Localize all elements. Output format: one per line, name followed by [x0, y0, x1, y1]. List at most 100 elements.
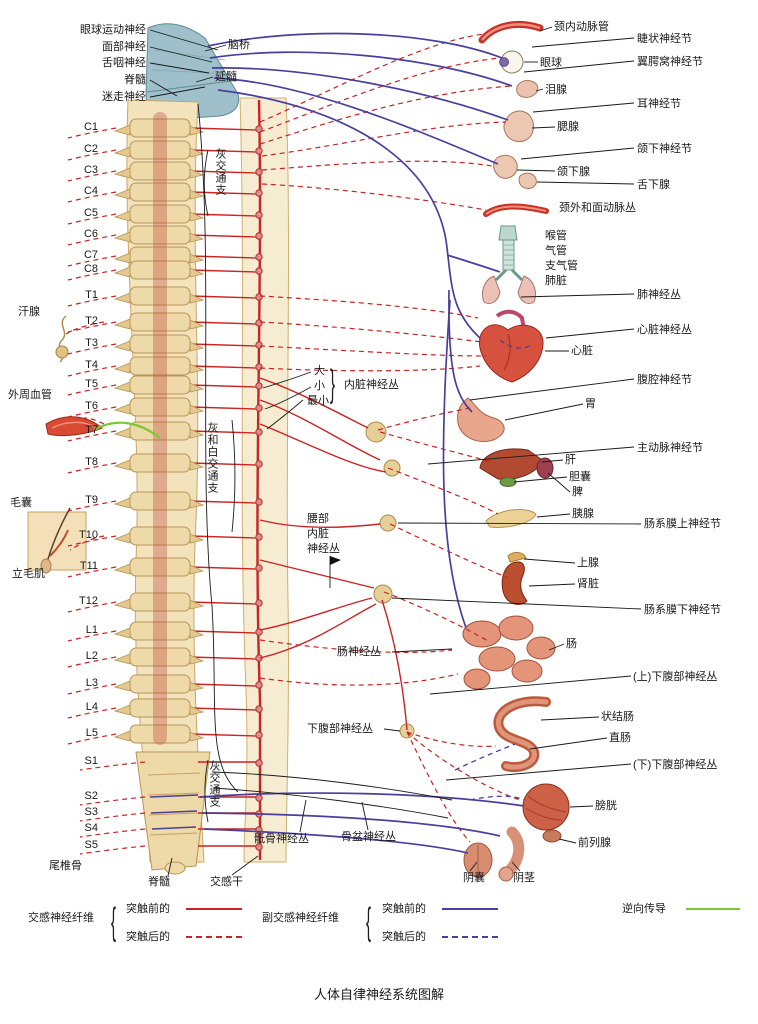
kidney-adrenal-illustration [501, 551, 528, 605]
spinal-level-C1: C1 [83, 121, 98, 133]
label-superior-mesenteric-ganglion: 肠系膜上神经节 [644, 518, 721, 530]
sympathetic-trunk-band [239, 97, 290, 863]
label-lacrimal-gland: 泪腺 [545, 84, 567, 96]
spinal-level-L5: L5 [85, 727, 98, 739]
label-aortic-ganglion: 主动脉神经节 [637, 442, 703, 454]
sublingual-gland-illustration [518, 172, 537, 189]
legend-sympathetic-post-label: 突触后的 [126, 931, 170, 943]
label-bronchi: 支气管 [545, 260, 578, 272]
spinal-level-C4: C4 [83, 185, 98, 197]
label-kidney: 肾脏 [577, 578, 599, 590]
label-coccyx: 尾椎骨 [49, 860, 82, 872]
label-external-carotid-facial-plexus: 颈外和面动脉丛 [559, 202, 636, 214]
parasympathetic-fibers [199, 32, 531, 854]
legend-parasympathetic-pre-label: 突触前的 [382, 903, 426, 915]
label-heart: 心脏 [571, 345, 593, 357]
legend-parasympathetic-label: 副交感神经纤维 [262, 912, 339, 924]
spinal-level-S5: S5 [84, 839, 98, 851]
spinal-level-T10: T10 [79, 529, 98, 541]
pancreas-illustration [485, 509, 537, 528]
label-penis: 阴茎 [513, 872, 535, 884]
legend-parasympathetic-pre-line [442, 908, 498, 910]
spinal-level-T4: T4 [85, 359, 98, 371]
spinal-level-C5: C5 [83, 207, 98, 219]
spinal-level-T2: T2 [85, 315, 98, 327]
spinal-level-C7: C7 [83, 249, 98, 261]
label-inferior-mesenteric-ganglion: 肠系膜下神经节 [644, 604, 721, 616]
label-splanchnic-least: 最小 [307, 395, 329, 407]
spinal-level-C2: C2 [83, 143, 98, 155]
label-sweat-gland: 汗腺 [18, 306, 40, 318]
label-rectum: 直肠 [609, 732, 631, 744]
spinal-level-T5: T5 [85, 378, 98, 390]
label-pelvic-plexus: 骨盆神经丛 [341, 831, 396, 843]
label-sublingual-gland: 舌下腺 [637, 179, 670, 191]
label-eyeball: 眼球 [540, 57, 562, 69]
spinal-level-T3: T3 [85, 337, 98, 349]
label-oculomotor-nerve: 眼球运动神经 [80, 24, 146, 36]
label-lumbar-splanchnic-1: 腰部 [307, 513, 329, 525]
label-enteric-plexus: 肠神经丛 [337, 646, 381, 658]
spinal-level-S1: S1 [84, 755, 98, 767]
sigmoid-rectum-illustration [493, 696, 551, 773]
legend-sympathetic-post-line [186, 936, 242, 938]
label-peripheral-vessels: 外周血管 [8, 389, 52, 401]
sympathetic-postganglionic-fibers [65, 33, 521, 843]
spinal-level-T7: T7 [85, 424, 98, 436]
label-splanchnic-lesser: 小 [314, 380, 325, 392]
label-splanchnic-greater: 大 [314, 365, 325, 377]
label-submandibular-gland: 颌下腺 [557, 166, 590, 178]
sweat-gland-illustration [55, 315, 69, 363]
label-gray-ramus-lower: 灰交通支 [208, 760, 220, 808]
brainstem-illustration [145, 23, 240, 121]
legend-parasympathetic-post-line [442, 936, 498, 938]
label-spinal-cord-top: 脊髓 [124, 74, 146, 86]
label-pulmonary-plexus: 肺神经丛 [637, 289, 681, 301]
spinal-level-L1: L1 [85, 624, 98, 636]
antidromic-fiber [93, 421, 161, 439]
label-spleen: 脾 [572, 486, 583, 498]
spinal-level-C6: C6 [83, 228, 98, 240]
spinal-level-T9: T9 [85, 494, 98, 506]
heart-illustration [478, 309, 544, 383]
label-inferior-hypogastric-plexus: (下)下腹部神经丛 [633, 759, 718, 771]
label-facial-nerve: 面部神经 [102, 41, 146, 53]
legend-parasympathetic-brace: { [366, 901, 372, 945]
spinal-level-T8: T8 [85, 456, 98, 468]
sacrum-illustration [135, 751, 211, 875]
label-parotid-gland: 腮腺 [557, 121, 579, 133]
organs-illustration [365, 20, 570, 882]
spinal-level-T6: T6 [85, 400, 98, 412]
label-otic-ganglion: 耳神经节 [637, 98, 681, 110]
label-pons: 脑桥 [228, 39, 250, 51]
hair-follicle-illustration [27, 507, 87, 574]
label-stomach: 胃 [585, 398, 596, 410]
label-arrector-pili: 立毛肌 [12, 568, 45, 580]
liver-gallbladder-illustration [479, 448, 554, 487]
label-gallbladder: 胆囊 [569, 471, 591, 483]
vertebrae-and-spinal-nerves [67, 112, 263, 855]
label-medulla: 延髓 [215, 71, 237, 83]
label-celiac-ganglion: 腹腔神经节 [637, 374, 692, 386]
label-larynx: 喉管 [545, 230, 567, 242]
label-pterygopalatine-ganglion: 翼腭窝神经节 [637, 56, 703, 68]
spinal-level-L4: L4 [85, 701, 98, 713]
parotid-gland-illustration [503, 110, 534, 143]
spinal-level-T12: T12 [79, 595, 98, 607]
label-gray-ramus-upper: 灰交通支 [214, 148, 226, 196]
legend-sympathetic-pre-line [186, 908, 242, 910]
legend-antidromic-line [686, 908, 740, 910]
penis-illustration [498, 826, 525, 882]
label-sigmoid-colon: 状结肠 [601, 711, 634, 723]
label-lungs: 肺脏 [545, 275, 567, 287]
lacrimal-gland-illustration [516, 80, 539, 98]
label-hypogastric-plexus: 下腹部神经丛 [307, 723, 373, 735]
spinal-level-C3: C3 [83, 164, 98, 176]
label-gray-white-ramus: 灰和白交通支 [206, 422, 218, 494]
legend-parasympathetic-post-label: 突触后的 [382, 931, 426, 943]
label-superior-hypogastric-plexus: (上)下腹部神经丛 [633, 671, 718, 683]
splanchnic-brace: } [330, 363, 336, 407]
peripheral-vessel-illustration [45, 416, 103, 437]
label-bladder: 膀胱 [595, 800, 617, 812]
